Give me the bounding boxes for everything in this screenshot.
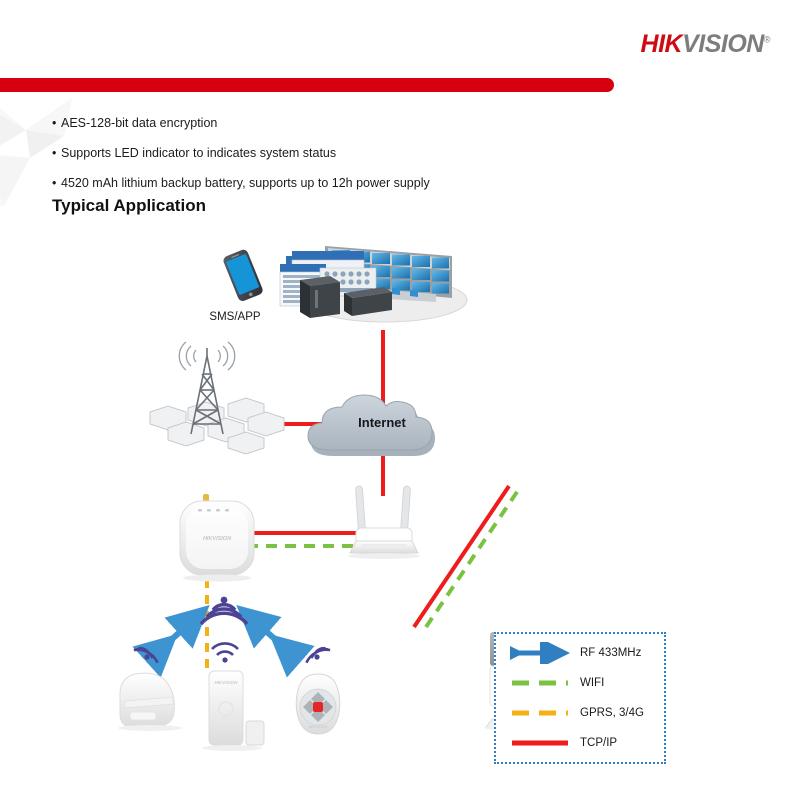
- svg-text:HIKVISION: HIKVISION: [203, 536, 232, 542]
- rf-wave-contact-icon: [211, 642, 239, 663]
- rf-wave-keyfob-icon: [305, 646, 331, 664]
- header-red-bar: [0, 78, 614, 92]
- server-box-small: [344, 287, 392, 316]
- legend-item-tcpip: TCP/IP: [496, 732, 664, 754]
- control-center-icon: [279, 246, 468, 323]
- decorative-watermark: [0, 98, 72, 207]
- feature-text: Supports LED indicator to indicates syst…: [61, 146, 337, 160]
- logo-trademark: ®: [763, 34, 771, 45]
- wifi-router-icon: [348, 485, 420, 559]
- server-box-large: [300, 276, 340, 318]
- tcpip-solid-line-icon: [512, 740, 568, 746]
- feature-item: • Supports LED indicator to indicates sys…: [52, 146, 652, 160]
- typical-application-diagram: HIKVISION: [0, 228, 794, 786]
- gprs-dashed-line-icon: [512, 710, 568, 716]
- bullet-icon: •: [52, 146, 57, 160]
- smartphone-label: SMS/APP: [209, 311, 261, 323]
- bullet-icon: •: [52, 116, 57, 130]
- feature-item: • 4520 mAh lithium backup battery, suppor…: [52, 176, 652, 190]
- logo-text-vision: VISION: [682, 30, 764, 58]
- diagram-canvas: HIKVISION: [118, 246, 557, 751]
- legend-item-rf: RF 433MHz: [496, 642, 664, 664]
- legend-item-wifi: WIFI: [496, 672, 664, 694]
- rf-arrow-right: [236, 605, 315, 678]
- wifi-dashed-line-icon: [512, 680, 568, 686]
- cell-tower-icon: [149, 341, 285, 455]
- rf-double-arrow-icon: [510, 642, 570, 664]
- rf-wave-center-icon: [199, 596, 249, 626]
- legend-label-tcpip: TCP/IP: [580, 737, 618, 749]
- hikvision-logo: HIKVISION®: [600, 30, 771, 60]
- link-router-camera-wifi: [424, 484, 523, 629]
- internet-cloud-icon: [307, 394, 435, 456]
- feature-list: • AES-128-bit data encryption • Supports L…: [52, 116, 652, 206]
- svg-text:HIKVISION: HIKVISION: [214, 680, 238, 685]
- legend-item-gprs: GPRS, 3/4G: [496, 702, 664, 724]
- keyfob-remote-icon: HIKVISION: [295, 673, 341, 735]
- feature-item: • AES-128-bit data encryption: [52, 116, 652, 130]
- legend-label-rf: RF 433MHz: [580, 647, 642, 659]
- internet-cloud-label: Internet: [358, 415, 406, 430]
- pir-motion-detector-icon: [118, 672, 182, 731]
- legend-label-gprs: GPRS, 3/4G: [580, 707, 644, 719]
- legend-label-wifi: WIFI: [580, 677, 605, 689]
- feature-text: 4520 mAh lithium backup battery, support…: [61, 176, 430, 190]
- logo-text-hik: HIK: [640, 30, 683, 58]
- feature-text: AES-128-bit data encryption: [61, 116, 218, 130]
- link-router-camera-tcpip: [412, 484, 511, 629]
- alarm-hub-icon: HIKVISION: [179, 494, 255, 582]
- door-window-contact-icon: HIKVISION: [202, 670, 265, 751]
- smartphone-icon: [223, 249, 263, 301]
- rf-link-arrows: [132, 604, 315, 678]
- svg-text:HIKVISION: HIKVISION: [309, 725, 328, 729]
- diagram-legend: RF 433MHz WIFI GPRS, 3/4G TCP/IP: [494, 632, 666, 764]
- rf-wave-pir-icon: [133, 646, 159, 664]
- page-title: Typical Application: [52, 196, 206, 215]
- rf-arrow-left: [132, 604, 210, 678]
- bullet-icon: •: [52, 176, 57, 190]
